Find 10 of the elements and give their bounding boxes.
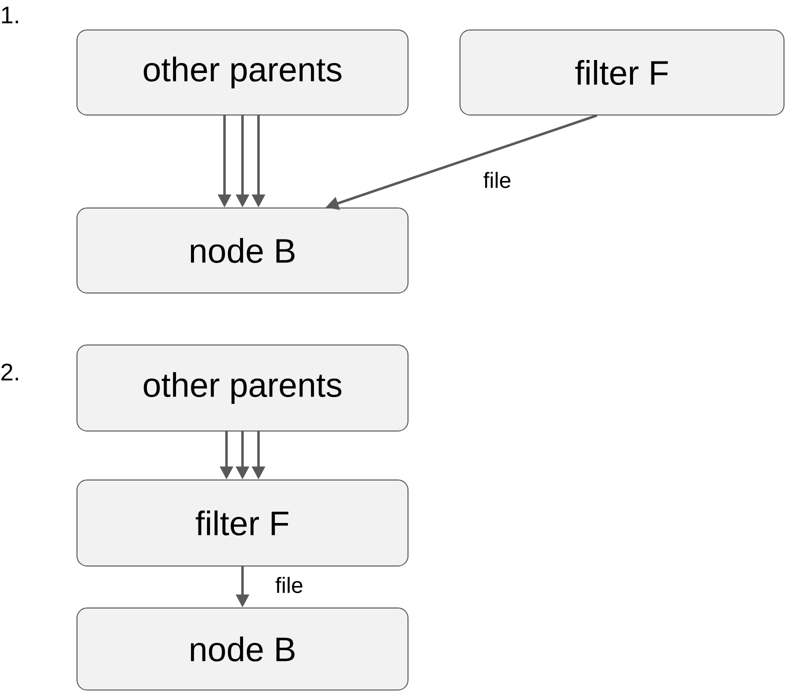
process-box: filter F (460, 30, 784, 116)
process-box: node B (76, 608, 408, 690)
process-box: other parents (76, 30, 408, 116)
step-number: 2. (1, 364, 18, 380)
process-box: filter F (76, 480, 408, 566)
edge-label: file (274, 576, 304, 594)
step-number: 1. (2, 6, 18, 24)
process-box: other parents (76, 344, 408, 432)
edge-label: file (482, 170, 512, 190)
process-box: node B (76, 208, 408, 294)
